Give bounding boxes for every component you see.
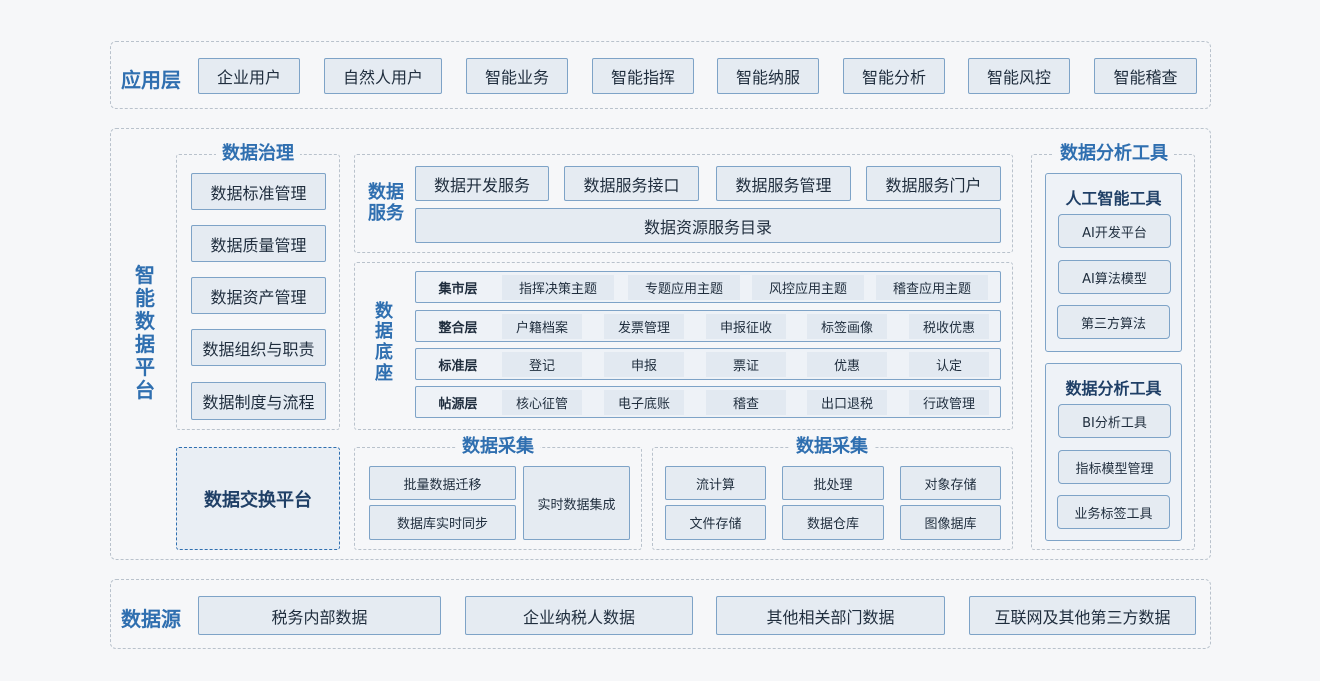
collect-stream-compute[interactable]: 流计算 <box>665 466 766 500</box>
source-item-internet-third-party[interactable]: 互联网及其他第三方数据 <box>969 596 1196 635</box>
base-cell[interactable]: 专题应用主题 <box>628 275 740 300</box>
base-row-source: 帖源层 核心征管 电子底账 稽查 出口退税 行政管理 <box>415 386 1001 418</box>
app-item-smart-command[interactable]: 智能指挥 <box>592 58 694 94</box>
app-item-smart-service[interactable]: 智能纳服 <box>717 58 819 94</box>
governance-item-asset[interactable]: 数据资产管理 <box>191 277 326 314</box>
base-cell[interactable]: 核心征管 <box>502 390 582 415</box>
collect-realtime-integration[interactable]: 实时数据集成 <box>523 466 630 540</box>
base-cell[interactable]: 稽查应用主题 <box>876 275 988 300</box>
data-exchange-platform-label: 数据交换平台 <box>204 489 312 511</box>
source-item-other-departments[interactable]: 其他相关部门数据 <box>716 596 945 635</box>
service-item-portal[interactable]: 数据服务门户 <box>866 166 1001 201</box>
base-cell[interactable]: 行政管理 <box>909 390 989 415</box>
base-cell[interactable]: 指挥决策主题 <box>502 275 614 300</box>
source-item-enterprise-taxpayer[interactable]: 企业纳税人数据 <box>465 596 693 635</box>
collect-object-storage[interactable]: 对象存储 <box>900 466 1001 500</box>
collect-batch-migration[interactable]: 批量数据迁移 <box>369 466 516 500</box>
data-analysis-tools-subtitle: 数据分析工具 <box>1065 379 1162 398</box>
data-source-title: 数据源 <box>121 607 181 631</box>
base-cell[interactable]: 户籍档案 <box>502 314 582 339</box>
governance-item-organization[interactable]: 数据组织与职责 <box>191 329 326 366</box>
base-cell[interactable]: 电子底账 <box>604 390 684 415</box>
data-service-panel <box>354 154 1013 253</box>
service-item-development[interactable]: 数据开发服务 <box>415 166 549 201</box>
collect-batch-process[interactable]: 批处理 <box>782 466 884 500</box>
base-row-mart: 集市层 指挥决策主题 专题应用主题 风控应用主题 稽查应用主题 <box>415 271 1001 303</box>
base-cell[interactable]: 票证 <box>706 352 786 377</box>
collect-image-library[interactable]: 图像据库 <box>900 505 1001 540</box>
base-cell[interactable]: 稽查 <box>706 390 786 415</box>
app-item-smart-analysis[interactable]: 智能分析 <box>843 58 945 94</box>
base-cell[interactable]: 税收优惠 <box>909 314 989 339</box>
application-layer: 应用层 企业用户 自然人用户 智能业务 智能指挥 智能纳服 智能分析 智能风控 … <box>110 41 1211 109</box>
base-row-label: 集市层 <box>438 281 478 297</box>
base-row-standard: 标准层 登记 申报 票证 优惠 认定 <box>415 348 1001 380</box>
bi-analysis-tool[interactable]: BI分析工具 <box>1058 404 1171 438</box>
governance-item-standard[interactable]: 数据标准管理 <box>191 173 326 210</box>
platform-title: 智 能 数 据 平 台 <box>135 262 155 402</box>
collect-left-title: 数据采集 <box>456 437 540 457</box>
indicator-model-management[interactable]: 指标模型管理 <box>1058 450 1171 484</box>
base-cell[interactable]: 标签画像 <box>807 314 887 339</box>
data-base-title: 数 据 底 座 <box>375 300 393 384</box>
collect-file-storage[interactable]: 文件存储 <box>665 505 766 540</box>
base-cell[interactable]: 优惠 <box>807 352 887 377</box>
app-item-natural-person-user[interactable]: 自然人用户 <box>324 58 442 94</box>
application-layer-title: 应用层 <box>121 68 181 92</box>
base-cell[interactable]: 申报征收 <box>706 314 786 339</box>
data-exchange-platform[interactable]: 数据交换平台 <box>176 447 340 550</box>
ai-dev-platform[interactable]: AI开发平台 <box>1058 214 1171 248</box>
business-tag-tool[interactable]: 业务标签工具 <box>1057 495 1170 529</box>
base-cell[interactable]: 登记 <box>502 352 582 377</box>
data-service-title: 数据 服务 <box>368 182 404 224</box>
app-item-smart-business[interactable]: 智能业务 <box>466 58 568 94</box>
governance-title: 数据治理 <box>216 144 300 164</box>
data-base-panel <box>354 262 1013 430</box>
collect-db-sync[interactable]: 数据库实时同步 <box>369 505 516 540</box>
app-item-enterprise-user[interactable]: 企业用户 <box>198 58 300 94</box>
service-item-interface[interactable]: 数据服务接口 <box>564 166 699 201</box>
base-cell[interactable]: 申报 <box>604 352 684 377</box>
base-cell[interactable]: 认定 <box>909 352 989 377</box>
platform-frame <box>110 128 1211 560</box>
base-row-label: 标准层 <box>438 358 478 374</box>
base-row-integration: 整合层 户籍档案 发票管理 申报征收 标签画像 税收优惠 <box>415 310 1001 342</box>
service-catalog[interactable]: 数据资源服务目录 <box>415 208 1001 243</box>
base-cell[interactable]: 风控应用主题 <box>752 275 864 300</box>
third-party-algorithm[interactable]: 第三方算法 <box>1057 305 1170 339</box>
analysis-tools-title: 数据分析工具 <box>1054 144 1174 164</box>
base-row-label: 帖源层 <box>438 396 478 412</box>
data-source-layer: 数据源 税务内部数据 企业纳税人数据 其他相关部门数据 互联网及其他第三方数据 <box>110 579 1211 649</box>
app-item-smart-audit[interactable]: 智能稽查 <box>1094 58 1197 94</box>
governance-item-policy[interactable]: 数据制度与流程 <box>191 382 326 420</box>
base-row-label: 整合层 <box>438 320 478 336</box>
governance-item-quality[interactable]: 数据质量管理 <box>191 225 326 262</box>
app-item-smart-risk[interactable]: 智能风控 <box>968 58 1070 94</box>
base-cell[interactable]: 发票管理 <box>604 314 684 339</box>
ai-tools-title: 人工智能工具 <box>1065 189 1162 208</box>
source-item-tax-internal[interactable]: 税务内部数据 <box>198 596 441 635</box>
service-item-management[interactable]: 数据服务管理 <box>716 166 851 201</box>
base-cell[interactable]: 出口退税 <box>807 390 887 415</box>
collect-data-warehouse[interactable]: 数据仓库 <box>782 505 884 540</box>
ai-algorithm-model[interactable]: AI算法模型 <box>1058 260 1171 294</box>
collect-right-title: 数据采集 <box>790 437 874 457</box>
